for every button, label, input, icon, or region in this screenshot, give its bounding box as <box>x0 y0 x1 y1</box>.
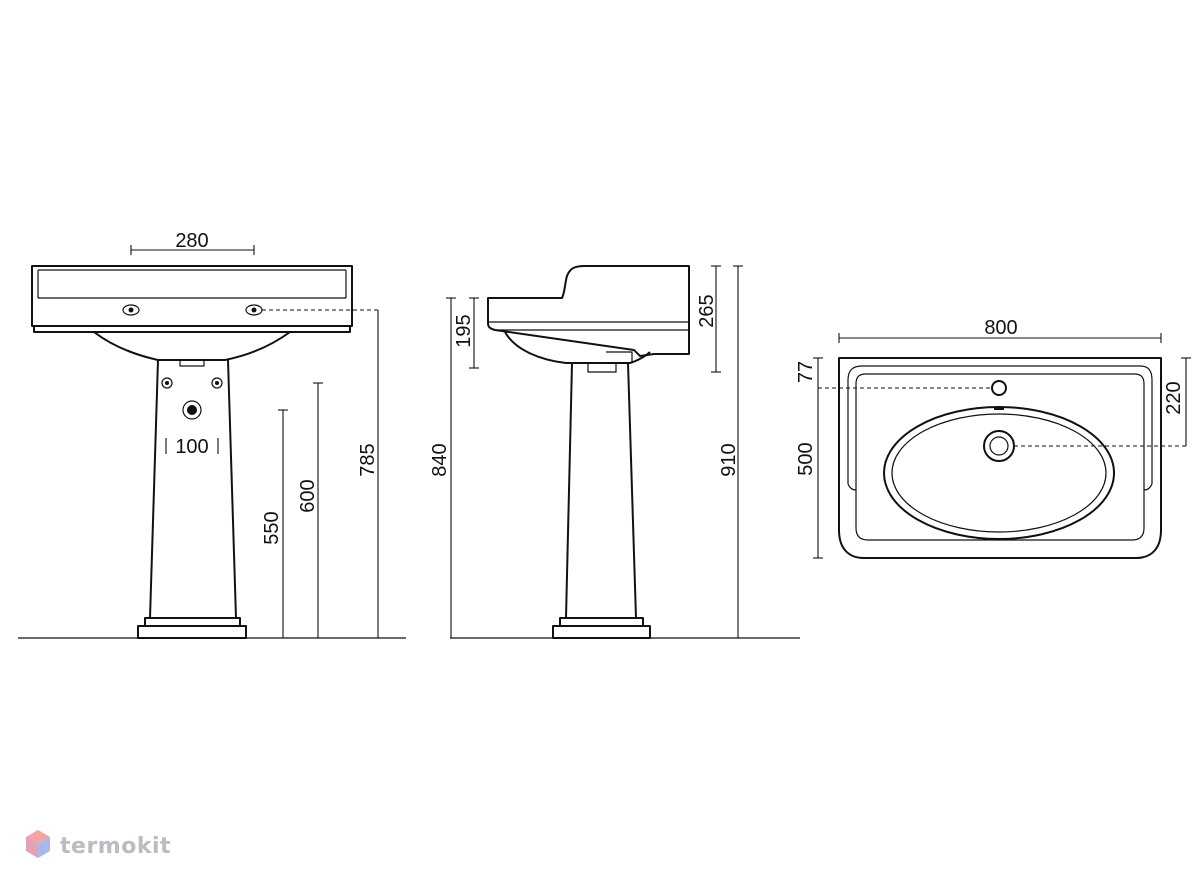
dim-depth: 500 <box>795 442 817 475</box>
side-pedestal <box>565 362 637 619</box>
brand-name: termokit <box>60 833 172 859</box>
dim-top-hole-spacing: 280 <box>175 230 208 252</box>
top-basin-rim-inner <box>855 373 1145 490</box>
fixing-bolt-right <box>245 304 263 316</box>
dim-height-a: 600 <box>297 479 319 512</box>
front-basin-inner <box>37 269 347 299</box>
fixing-bolt-left <box>122 304 140 316</box>
dim-depth-upper: 195 <box>453 314 475 347</box>
drain-label: 100 <box>175 436 208 458</box>
side-trap <box>587 351 633 373</box>
overflow-slot <box>994 407 1004 410</box>
pedestal-screw-right <box>211 377 223 389</box>
dim-width: 800 <box>984 317 1017 339</box>
top-bowl-outer <box>883 406 1115 540</box>
front-pedestal-base <box>137 617 247 639</box>
side-bowl <box>504 331 651 364</box>
front-basin-rim <box>31 265 353 327</box>
front-basin-lip <box>33 326 351 333</box>
front-bowl <box>93 331 291 361</box>
dim-drain-offset: 220 <box>1163 381 1185 414</box>
dim-height-fixing: 785 <box>357 443 379 476</box>
dim-tap-hole-offset: 77 <box>795 361 817 383</box>
tap-hole <box>991 380 1007 396</box>
dim-height-b: 550 <box>261 511 283 544</box>
top-drain-outer <box>983 430 1015 462</box>
side-basin-rim <box>488 321 689 331</box>
front-overflow <box>179 359 205 367</box>
top-basin-front <box>847 483 1153 541</box>
front-view: 100 280 550 600 785 <box>18 230 406 639</box>
side-basin <box>487 265 690 357</box>
front-pedestal <box>149 359 237 619</box>
pedestal-screw-left <box>161 377 173 389</box>
dim-full-height: 910 <box>718 443 740 476</box>
top-basin-rim-outer <box>847 365 1153 484</box>
side-pedestal-base <box>552 617 651 639</box>
dim-upstand-height: 265 <box>696 294 718 327</box>
top-view: 800 77 500 220 <box>795 317 1191 559</box>
side-view: 195 840 265 910 <box>429 265 800 639</box>
drain-hole <box>182 400 202 420</box>
top-basin-outline <box>838 357 1162 559</box>
top-bowl-inner <box>891 413 1107 533</box>
dim-total-height: 840 <box>429 443 451 476</box>
brand-cube-icon <box>26 830 50 858</box>
brand-logo: termokit <box>24 828 171 864</box>
top-drain-inner <box>989 436 1009 456</box>
